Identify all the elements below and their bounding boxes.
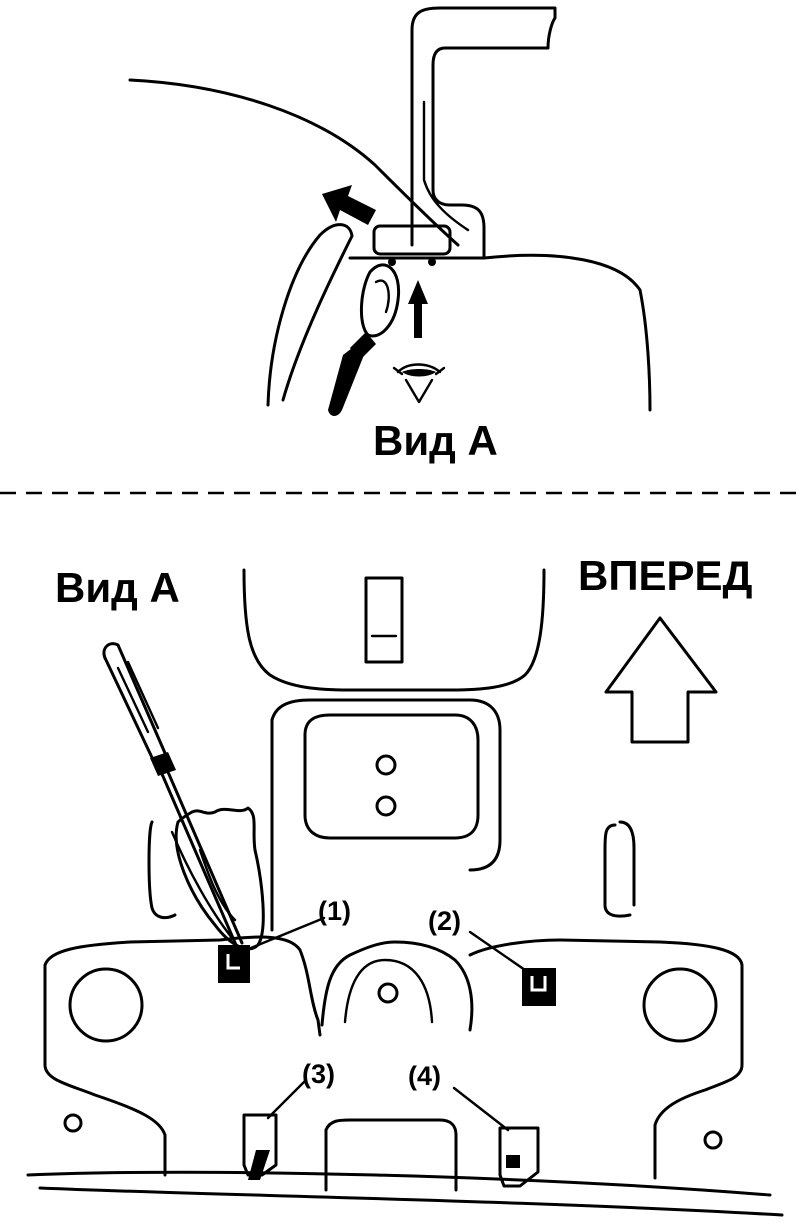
forward-direction-label: ВПЕРЕД [578, 552, 753, 599]
screwdriver-icon [328, 263, 401, 416]
base-panel-outline [43, 935, 322, 1177]
clip-2-leader [468, 930, 527, 972]
eye-view-icon [392, 363, 446, 404]
left-side-slot [147, 820, 177, 920]
bottom-edge-lower [38, 1186, 784, 1217]
bottom-view-label: Вид А [55, 564, 180, 611]
top-view-label: Вид А [373, 417, 498, 464]
left-lamp-circle [68, 967, 144, 1043]
push-up-arrow-icon [408, 280, 428, 338]
left-small-hole [63, 1113, 83, 1133]
clip-1-label: (1) [318, 896, 351, 926]
right-lamp-circle [642, 967, 718, 1043]
clip-4-icon [498, 1126, 540, 1188]
clip-3: (3) [242, 1059, 335, 1180]
clip-point-right [428, 258, 436, 266]
right-small-hole [703, 1130, 723, 1150]
center-arch [320, 940, 474, 1032]
clip-2-icon [522, 968, 556, 1006]
housing-outer [270, 698, 502, 872]
headliner-edge [348, 253, 652, 412]
right-side-slot [603, 820, 636, 918]
bottom-section: Вид А ВПЕРЕД [26, 552, 784, 1217]
clip-1: (1) [218, 896, 351, 983]
light-switch-slot [364, 576, 404, 664]
cloth-rag [174, 806, 265, 951]
clip-2: (2) [428, 906, 556, 1006]
clip-4-label: (4) [408, 1061, 441, 1091]
console-upper-outline [242, 568, 546, 692]
sun-visor-outline [266, 223, 354, 407]
center-arch-inner [343, 958, 434, 1024]
clip-3-leader [266, 1078, 308, 1120]
housing-screw-upper [375, 754, 397, 776]
screwdriver-with-cloth-icon [102, 642, 265, 951]
pillar-inner-line [422, 100, 470, 232]
roof-trim-outline [128, 78, 460, 247]
clip-point-left [388, 258, 396, 266]
pillar-outline [410, 6, 557, 260]
clip-4-leader [452, 1086, 510, 1132]
clip-1-icon [218, 945, 250, 983]
bottom-edge-upper [26, 1170, 772, 1197]
clip-4: (4) [408, 1061, 540, 1188]
housing-inner-box [303, 713, 480, 840]
pull-arrow-icon [322, 185, 376, 225]
base-panel-right-outline [468, 938, 744, 1180]
top-section: Вид А [128, 6, 652, 464]
clip-housing [372, 224, 452, 256]
clip-2-label: (2) [428, 906, 461, 936]
clip-3-label: (3) [302, 1059, 335, 1089]
housing-screw-lower [375, 795, 397, 817]
clip-3-icon [242, 1113, 278, 1177]
center-tab [324, 1118, 458, 1192]
center-screw [377, 982, 399, 1004]
forward-arrow-icon [604, 616, 718, 744]
